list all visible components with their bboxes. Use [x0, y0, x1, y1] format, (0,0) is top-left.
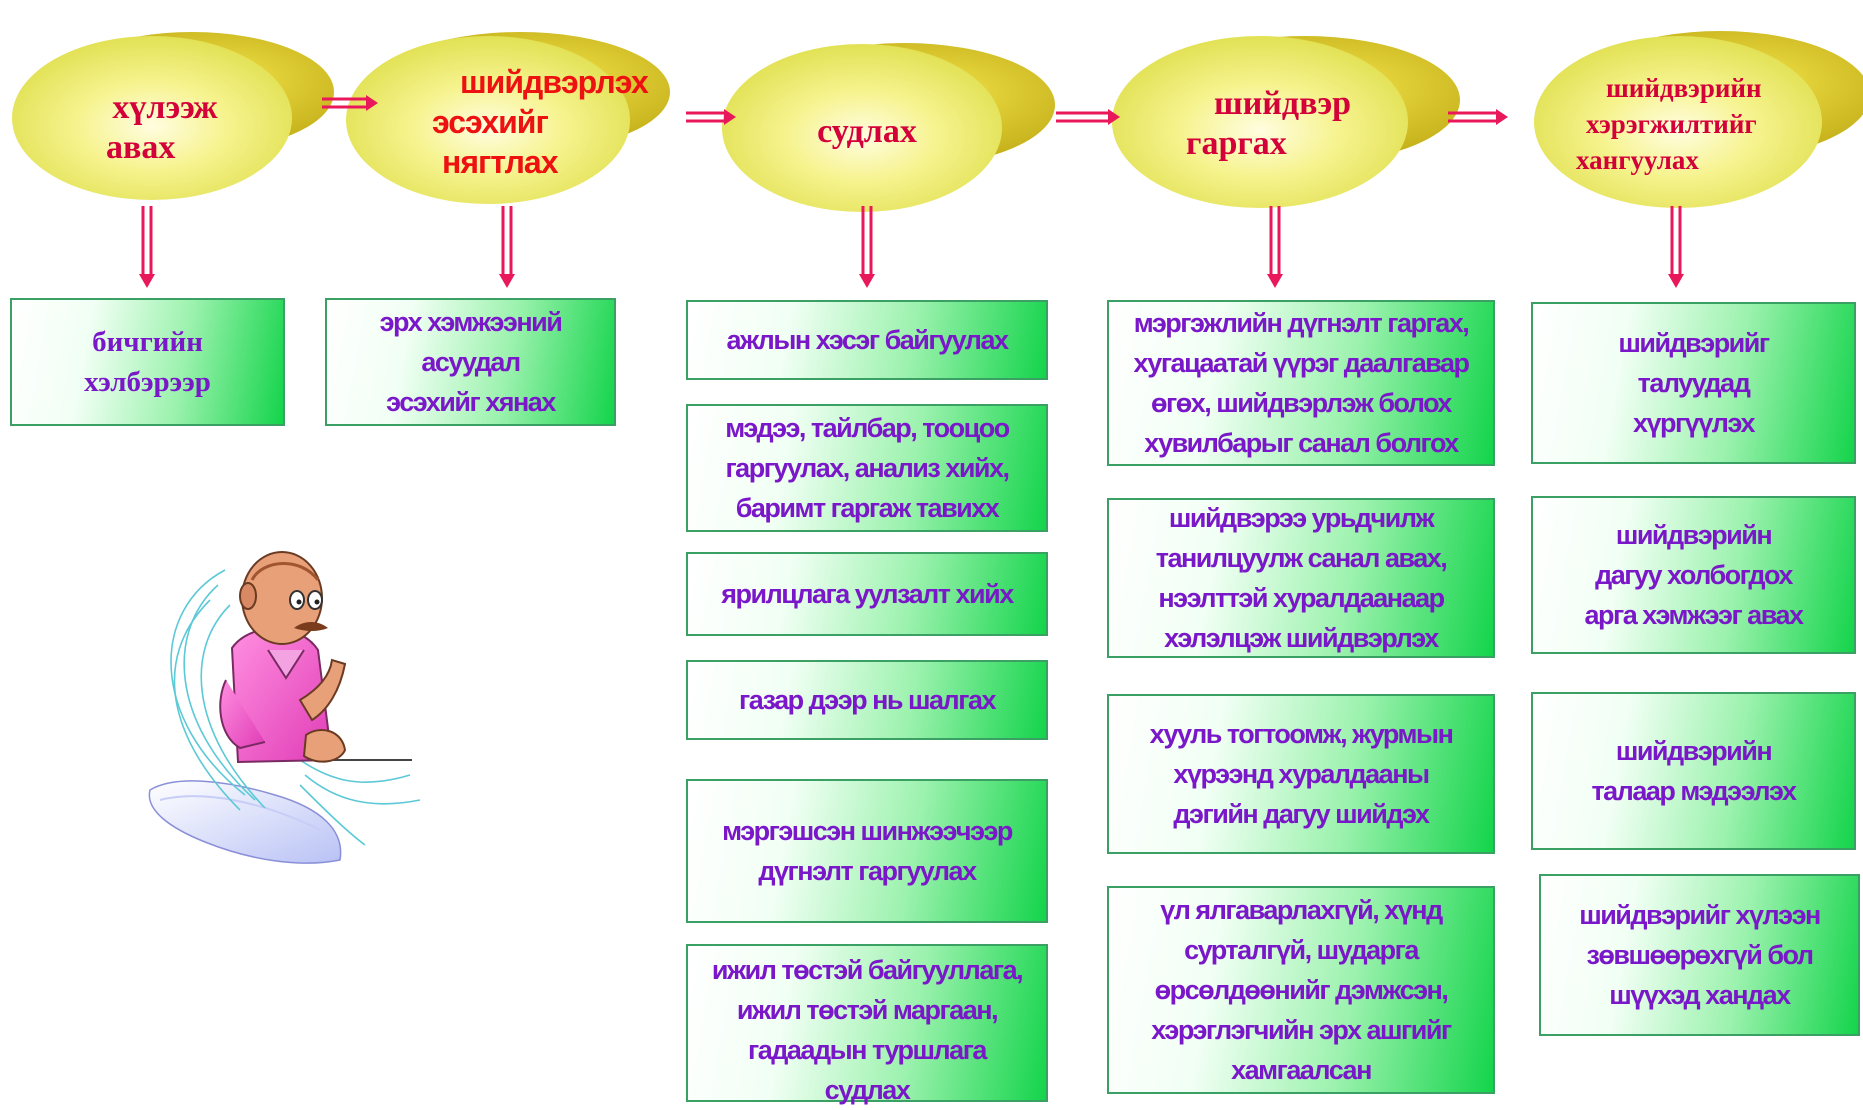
task-line: сурталгүй, шударга — [1184, 935, 1419, 965]
task-box: ярилцлага уулзалт хийх — [686, 552, 1048, 636]
step-ellipse-decide — [1112, 36, 1460, 208]
task-box: үл ялгаварлахгүй, хүнд сурталгүй, шударг… — [1107, 886, 1495, 1094]
step-ellipse-check — [346, 32, 670, 204]
task-line: нээлттэй хуралдаанаар — [1158, 583, 1445, 613]
arrow-down-icon — [1668, 206, 1684, 288]
arrow-down-icon — [499, 206, 515, 288]
task-line: шийдвэрээ урьдчилж — [1168, 503, 1435, 533]
task-box: шийдвэрийн дагуу холбогдох арга хэмжээг … — [1531, 496, 1856, 654]
thinking-man-icon — [148, 551, 421, 864]
arrow-down-icon — [139, 206, 155, 288]
task-box: мэргэшсэн шинжээчээр дүгнэлт гаргуулах — [686, 779, 1048, 923]
arrow-right-icon — [322, 95, 378, 111]
task-line: танилцуулж санал авах, — [1155, 543, 1448, 573]
task-line: хүргүүлэх — [1632, 408, 1756, 438]
task-line: арга хэмжээг авах — [1584, 600, 1804, 630]
task-line: мэргэжлийн дүгнэлт гаргах, — [1133, 308, 1470, 338]
task-box: бичгийн хэлбэрээр — [10, 298, 285, 426]
step-ellipse-implement — [1534, 31, 1863, 208]
task-line: талаар мэдээлэх — [1591, 776, 1797, 806]
task-line: өгөх, шийдвэрлэж болох — [1151, 388, 1452, 418]
step-label-check: шийдвэрлэх эсэхийг нягтлах — [420, 62, 660, 182]
task-box: мэргэжлийн дүгнэлт гаргах, хугацаатай үү… — [1107, 300, 1495, 466]
task-line: газар дээр нь шалгах — [739, 685, 996, 715]
task-box: шийдвэрийг хүлээн зөвшөөрөхгүй бол шүүхэ… — [1539, 874, 1860, 1036]
task-line: хугацаатай үүрэг даалгавар — [1133, 348, 1470, 378]
task-line: эсэхийг хянах — [386, 387, 556, 417]
task-line: ижил төстэй байгууллага, — [711, 955, 1024, 985]
flow-arrows — [322, 95, 1508, 125]
task-line: асуудал — [421, 347, 521, 377]
task-line: гадаадын туршлага — [748, 1035, 987, 1065]
step-line: хүлээж — [112, 89, 218, 126]
task-line: эрх хэмжээний — [379, 307, 563, 337]
task-line: үл ялгаварлахгүй, хүнд — [1160, 895, 1443, 925]
step-line: шийдвэрийн — [1606, 73, 1762, 103]
task-line: хууль тогтоомж, журмын — [1149, 719, 1454, 749]
step-label-decide: шийдвэр гаргах — [1186, 84, 1396, 164]
task-line: хувилбарыг санал болгох — [1144, 428, 1459, 458]
task-line: ажлын хэсэг байгуулах — [726, 325, 1009, 355]
step-label-implement: шийдвэрийн хэрэгжилтийг хангуулах — [1576, 70, 1806, 178]
task-box: шийдвэрийн талаар мэдээлэх — [1531, 692, 1856, 850]
step-line: нягтлах — [442, 144, 559, 180]
task-line: хүрээнд хуралдааны — [1173, 759, 1430, 789]
step-ellipse-study — [722, 43, 1055, 212]
task-line: шүүхэд хандах — [1609, 980, 1791, 1010]
arrow-down-icon — [1267, 206, 1283, 288]
step-line: судлах — [817, 113, 917, 150]
task-line: хэлэлцэж шийдвэрлэх — [1164, 623, 1439, 653]
task-line: судлах — [824, 1075, 911, 1105]
step-ellipse-receive — [12, 32, 334, 200]
task-line: бичгийн — [92, 326, 203, 358]
down-arrows — [139, 206, 1684, 288]
task-line: ярилцлага уулзалт хийх — [721, 579, 1014, 609]
task-line: дэгийн дагуу шийдэх — [1173, 799, 1430, 829]
task-box: газар дээр нь шалгах — [686, 660, 1048, 740]
step-label-study: судлах — [782, 112, 952, 152]
step-line: эсэхийг — [432, 104, 549, 140]
task-box: шийдвэрийг талуудад хүргүүлэх — [1531, 302, 1856, 464]
task-line: шийдвэрийг — [1618, 328, 1770, 358]
step-line: хэрэгжилтийг — [1586, 109, 1757, 139]
task-box: ижил төстэй байгууллага, ижил төстэй мар… — [686, 944, 1048, 1105]
task-line: мэдээ, тайлбар, тооцоо — [725, 413, 1010, 443]
arrow-right-icon — [1056, 109, 1120, 125]
step-line: хангуулах — [1576, 145, 1699, 175]
task-line: хэлбэрээр — [84, 366, 211, 398]
task-line: гаргуулах, анализ хийх, — [725, 453, 1010, 483]
task-line: дагуу холбогдох — [1595, 560, 1793, 590]
step-line: шийдвэрлэх — [460, 64, 649, 100]
task-line: шийдвэрийн — [1615, 736, 1773, 766]
task-box: ажлын хэсэг байгуулах — [686, 300, 1048, 380]
step-line: шийдвэр — [1214, 85, 1352, 122]
task-line: мэргэшсэн шинжээчээр — [722, 816, 1013, 846]
task-box: эрх хэмжээний асуудал эсэхийг хянах — [325, 298, 616, 426]
task-box: хууль тогтоомж, журмын хүрээнд хуралдаан… — [1107, 694, 1495, 854]
arrow-right-icon — [1448, 109, 1508, 125]
task-line: дүгнэлт гаргуулах — [758, 856, 977, 886]
step-label-receive: хүлээж авах — [70, 88, 230, 168]
task-line: шийдвэрийн — [1615, 520, 1773, 550]
step-line: гаргах — [1186, 125, 1287, 162]
task-line: хамгаалсан — [1231, 1055, 1372, 1085]
task-line: хэрэглэгчийн эрх ашгийг — [1151, 1015, 1452, 1045]
task-line: зөвшөөрөхгүй бол — [1586, 940, 1814, 970]
arrow-right-icon — [686, 109, 736, 125]
arrow-down-icon — [859, 206, 875, 288]
task-box: мэдээ, тайлбар, тооцоо гаргуулах, анализ… — [686, 404, 1048, 532]
task-box: шийдвэрээ урьдчилж танилцуулж санал авах… — [1107, 498, 1495, 658]
task-line: баримт гаргаж тавихх — [735, 493, 1000, 523]
step-line: авах — [106, 129, 176, 166]
task-line: шийдвэрийг хүлээн — [1579, 900, 1821, 930]
task-line: өрсөлдөөнийг дэмжсэн, — [1154, 975, 1449, 1005]
task-line: ижил төстэй маргаан, — [736, 995, 999, 1025]
task-line: талуудад — [1637, 368, 1751, 398]
